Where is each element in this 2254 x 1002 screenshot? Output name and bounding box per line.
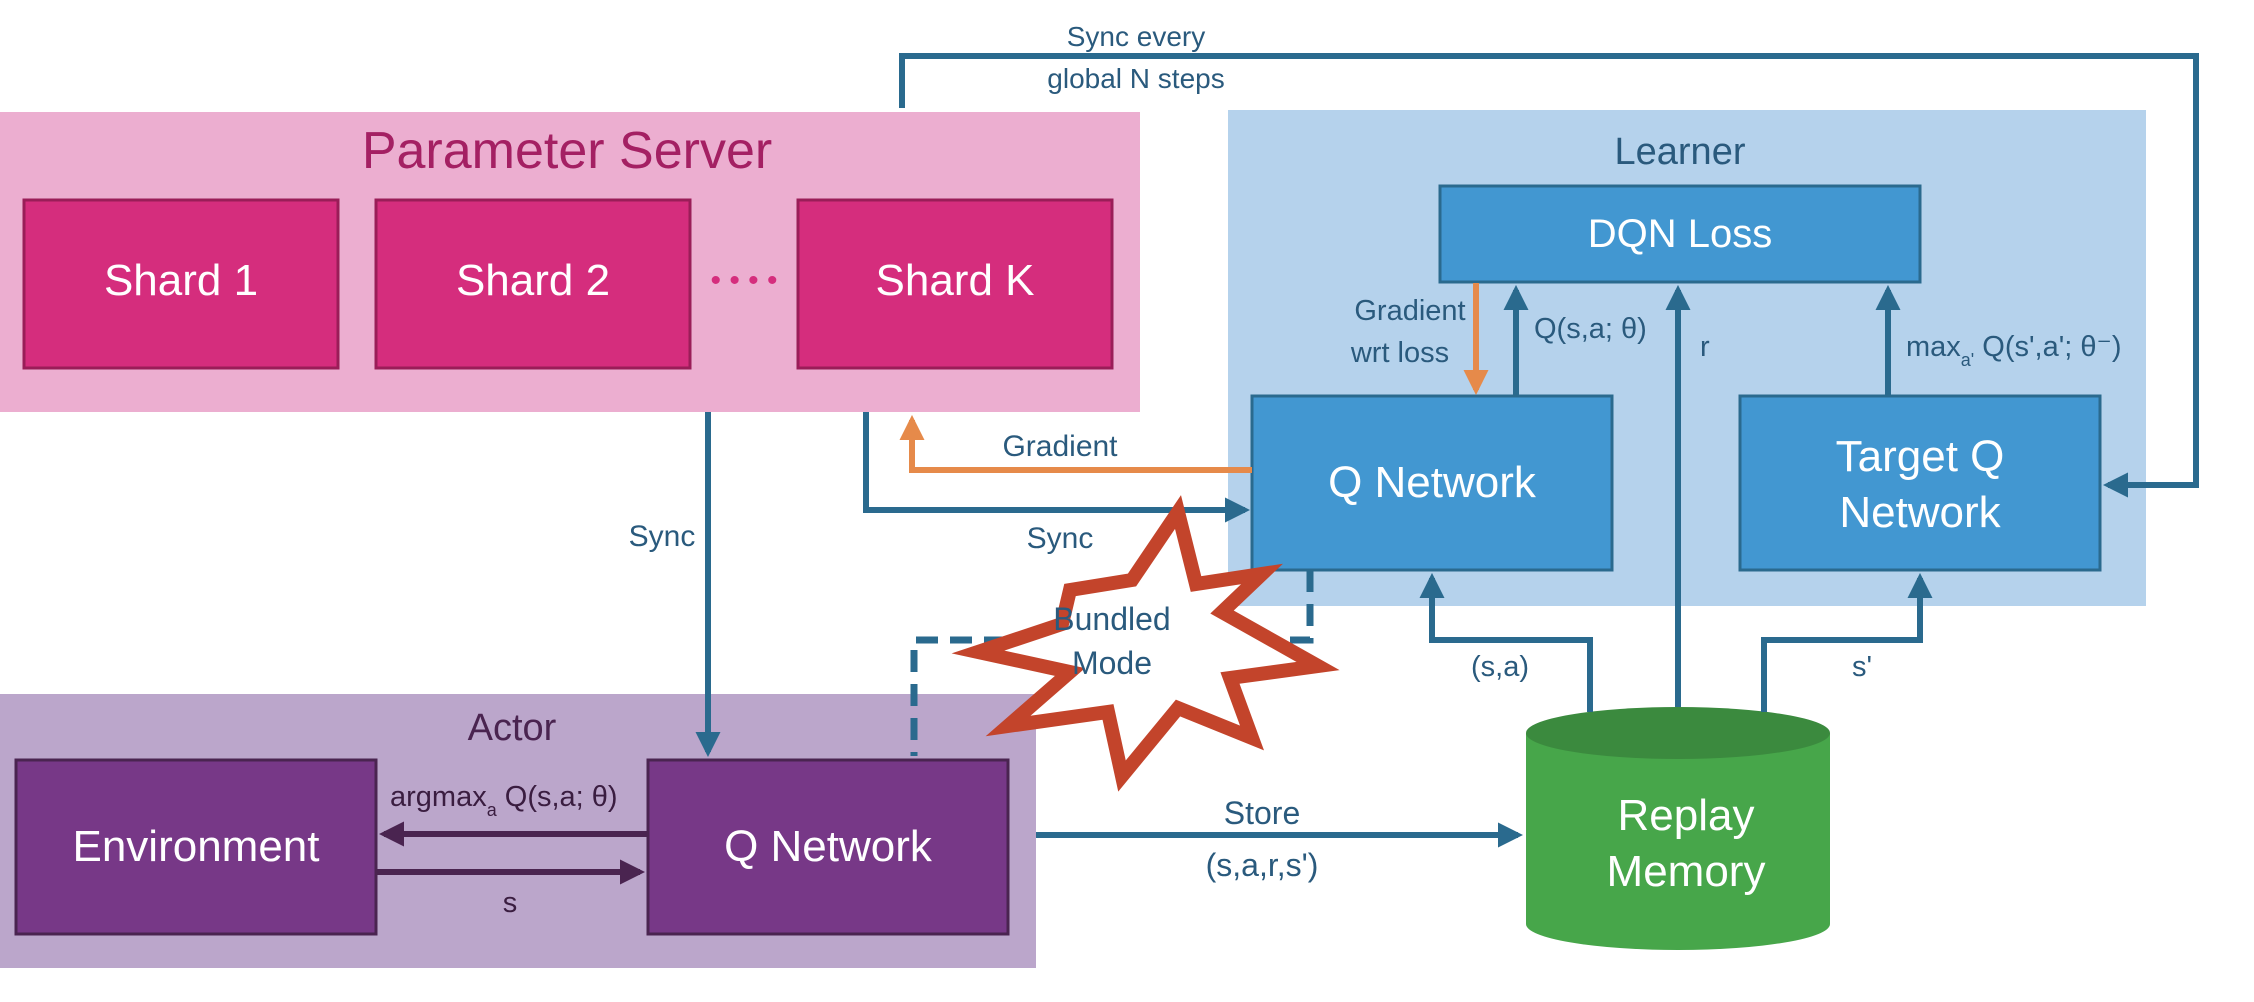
s-prime-to-target-arrow [1761, 572, 1933, 712]
argmax-label: argmaxa Q(s,a; θ) [390, 781, 618, 820]
actor-q-network-box: Q Network [646, 758, 1010, 936]
environment-box: Environment [14, 758, 378, 936]
sync-mid-label: Sync [1027, 522, 1094, 555]
environment-label: Environment [72, 822, 319, 871]
actor-q-network-label: Q Network [724, 822, 933, 871]
target-q-label-line2: Network [1839, 488, 2001, 537]
shard-k: Shard K [796, 198, 1114, 370]
bundled-mode-burst [951, 495, 1340, 792]
gradient-label: Gradient [1002, 430, 1118, 463]
global-n-steps-label: global N steps [1047, 63, 1224, 94]
mode-label: Mode [1072, 645, 1152, 681]
shard-ellipsis: • • • • [710, 264, 777, 297]
shard-2: Shard 2 [374, 198, 692, 370]
replay-memory-cylinder: Replay Memory [1526, 707, 1830, 950]
gradient-wrt-loss-line1: Gradient [1354, 295, 1465, 327]
learner-q-network-box: Q Network [1250, 394, 1614, 572]
shard-2-label: Shard 2 [456, 256, 610, 305]
sa-label: (s,a) [1471, 651, 1529, 683]
dqn-loss-label: DQN Loss [1588, 212, 1773, 256]
state-label: s [503, 887, 518, 919]
store-label: Store [1224, 795, 1300, 831]
target-q-network-box: Target Q Network [1738, 394, 2102, 572]
sa-to-q-network-arrow [1419, 572, 1593, 712]
max-target-label: maxa' Q(s',a'; θ⁻) [1906, 331, 2122, 370]
parameter-server-title: Parameter Server [362, 122, 772, 180]
replay-memory-line2: Memory [1607, 847, 1766, 896]
shard-1-label: Shard 1 [104, 256, 258, 305]
gradient-wrt-loss-line2: wrt loss [1350, 337, 1449, 369]
shard-k-label: Shard K [876, 256, 1035, 305]
actor-title: Actor [468, 707, 557, 749]
target-q-label-line1: Target Q [1836, 432, 2005, 481]
s-prime-label: s' [1852, 651, 1872, 683]
learner-title: Learner [1615, 131, 1746, 173]
bundled-label: Bundled [1053, 601, 1170, 637]
sync-every-label: Sync every [1067, 21, 1206, 52]
shard-1: Shard 1 [22, 198, 340, 370]
learner-q-network-label: Q Network [1328, 458, 1537, 507]
sync-every-n-steps-arrow [899, 53, 2199, 498]
dqn-loss-box: DQN Loss [1438, 184, 1922, 284]
store-tuple-label: (s,a,r,s') [1206, 847, 1319, 883]
q-value-label: Q(s,a; θ) [1534, 313, 1647, 345]
reward-label: r [1700, 331, 1710, 363]
replay-memory-line1: Replay [1618, 791, 1755, 840]
bundled-mode-dashed-border [910, 570, 1314, 756]
sync-down-label: Sync [629, 520, 696, 553]
gradient-to-ps-arrow [899, 414, 1252, 473]
ps-to-learner-sync-arrow [863, 412, 1251, 523]
